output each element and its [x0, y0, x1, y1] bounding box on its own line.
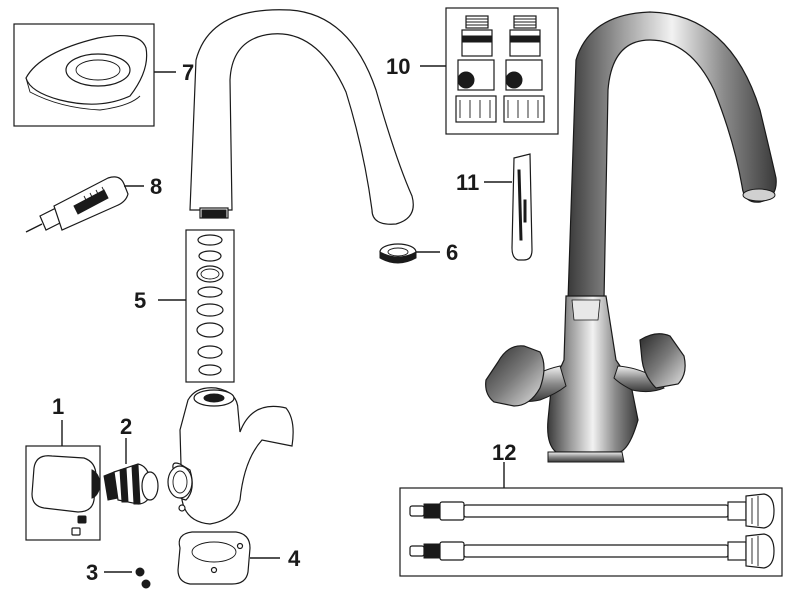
part-6-aerator [379, 243, 440, 264]
callout-3: 3 [86, 560, 98, 585]
part-5-seal-kit [158, 229, 235, 383]
callout-4: 4 [288, 546, 301, 571]
isolation-valve-left [455, 15, 497, 123]
part-3-grub-screws [104, 567, 151, 589]
part-10-isolation-valves [420, 7, 559, 135]
callout-5: 5 [134, 288, 146, 313]
callout-6: 6 [446, 240, 458, 265]
callout-1: 1 [52, 394, 64, 419]
callout-7: 7 [182, 60, 194, 85]
callout-11: 11 [456, 170, 479, 195]
hose-top [409, 493, 775, 529]
part-12-flexible-hoses [399, 462, 783, 577]
callout-2: 2 [120, 414, 132, 439]
hose-bottom [409, 533, 775, 569]
spout-outline [189, 9, 414, 225]
part-1-handle [25, 420, 101, 541]
part-4-base-plate [177, 531, 280, 585]
part-8-tool-key [25, 176, 144, 233]
tap-body-outline [167, 387, 294, 525]
callout-10: 10 [386, 54, 410, 79]
callout-12: 12 [492, 440, 516, 465]
callout-8: 8 [150, 174, 162, 199]
part-7-escutcheon-cap [13, 23, 176, 127]
part-2-cartridge [103, 438, 159, 505]
chrome-tap-assembled [485, 11, 777, 463]
part-11-grease-tube [484, 153, 533, 261]
isolation-valve-right [503, 15, 545, 123]
